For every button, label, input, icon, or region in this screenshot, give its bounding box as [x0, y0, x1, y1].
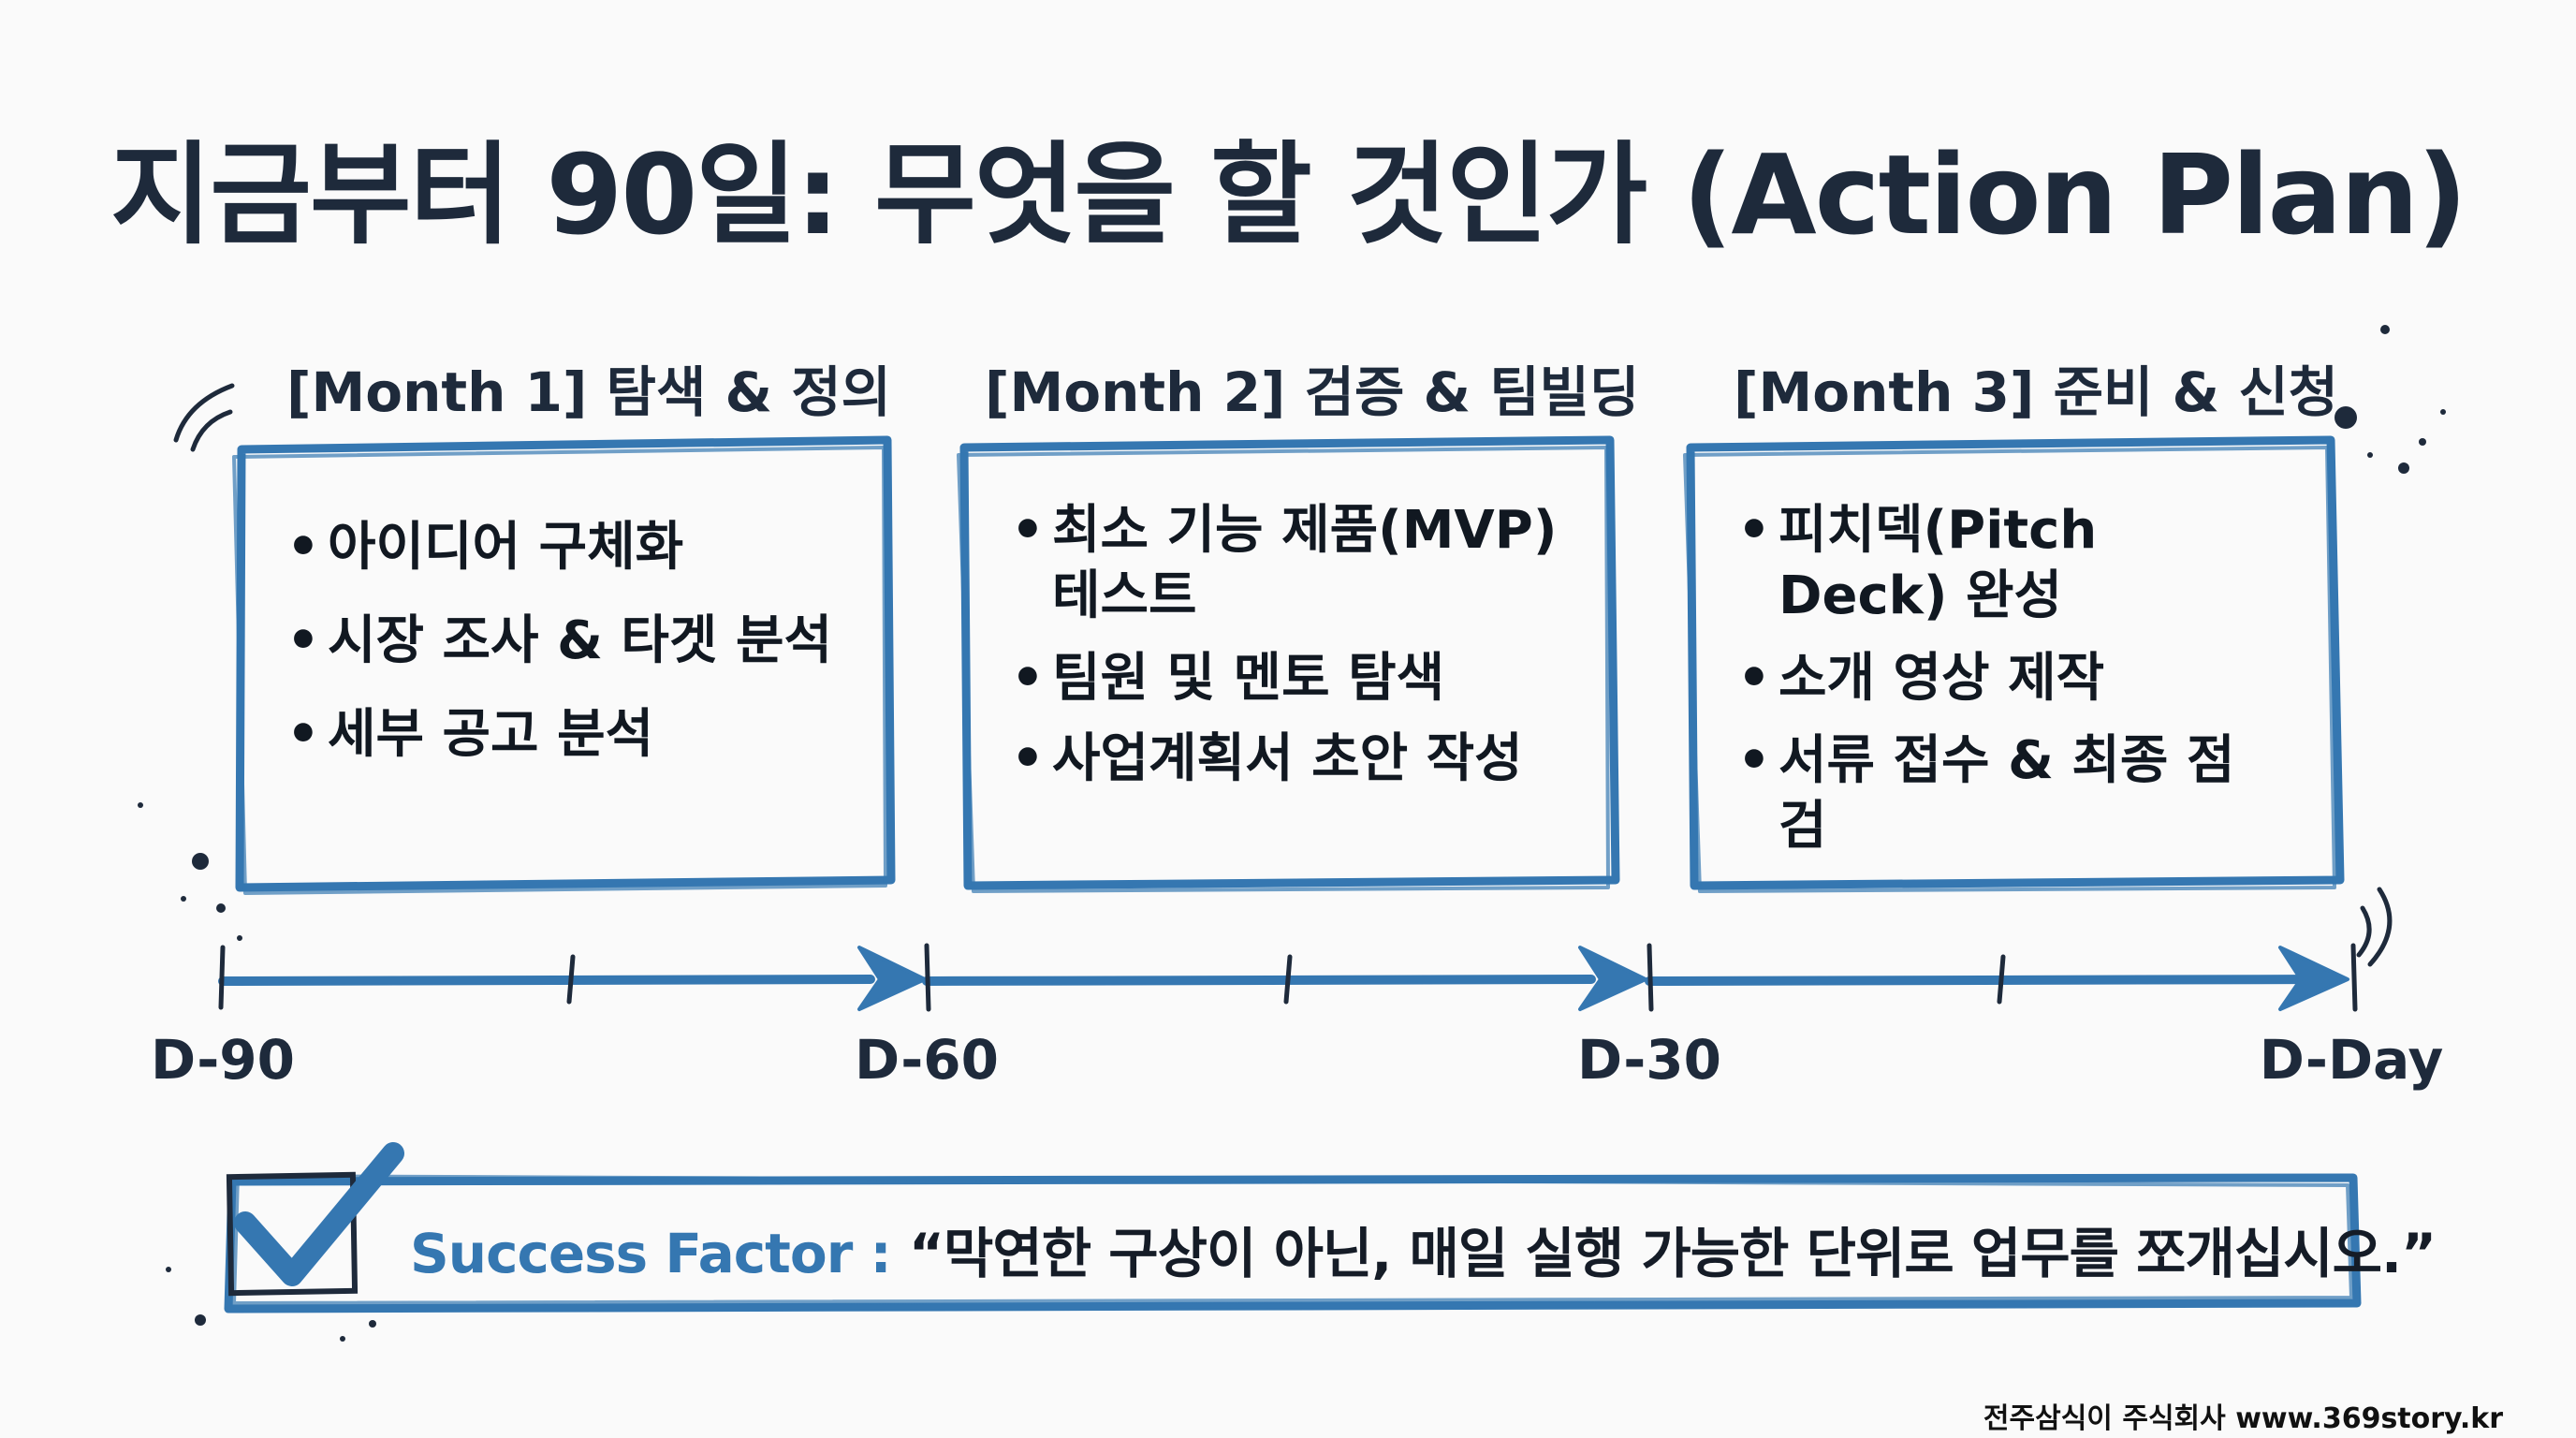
success-factor: Success Factor : “막연한 구상이 아닌, 매일 실행 가능한 … — [410, 1210, 2437, 1288]
list-item: 시장 조사 & 타겟 분석 — [286, 609, 857, 674]
list-item: 서류 접수 & 최종 점검 — [1737, 728, 2261, 859]
list-item: 사업계획서 초안 작성 — [1011, 726, 1563, 792]
timeline-tick-d30: D-30 — [1576, 1028, 1722, 1092]
timeline — [218, 943, 2358, 1012]
list-item: 피치덱(Pitch Deck) 완성 — [1737, 498, 2261, 629]
month-2-task-list: 최소 기능 제품(MVP) 테스트 팀원 및 멘토 탐색 사업계획서 초안 작성 — [1011, 498, 1563, 820]
page-title: 지금부터 90일: 무엇을 할 것인가 (Action Plan) — [110, 130, 2467, 259]
timeline-tick-d90: D-90 — [150, 1028, 296, 1092]
list-item: 최소 기능 제품(MVP) 테스트 — [1011, 498, 1563, 629]
checkmark-icon — [226, 1142, 404, 1297]
success-factor-quote: “막연한 구상이 아닌, 매일 실행 가능한 단위로 업무를 쪼개십시오.” — [908, 1222, 2437, 1285]
decorative-strokes — [173, 383, 2393, 967]
month-1-task-list: 아이디어 구체화 시장 조사 & 타겟 분석 세부 공고 분석 — [286, 515, 857, 796]
success-factor-label: Success Factor : — [410, 1222, 909, 1285]
timeline-tick-dday: D-Day — [2259, 1028, 2444, 1092]
month-2-box — [957, 435, 1620, 893]
month-1-label: [Month 1] 탐색 & 정의 — [286, 360, 892, 424]
month-1-box — [232, 435, 896, 895]
month-3-label: [Month 3] 준비 & 신청 — [1734, 360, 2339, 424]
timeline-tick-d60: D-60 — [854, 1028, 1000, 1092]
list-item: 소개 영상 제작 — [1737, 646, 2261, 712]
list-item: 세부 공고 분석 — [286, 702, 857, 768]
month-3-task-list: 피치덱(Pitch Deck) 완성 소개 영상 제작 서류 접수 & 최종 점… — [1737, 498, 2261, 888]
month-3-box — [1683, 435, 2345, 893]
month-2-label: [Month 2] 검증 & 팀빌딩 — [985, 360, 1640, 424]
list-item: 팀원 및 멘토 탐색 — [1011, 646, 1563, 712]
footer-credit: 전주삼식이 주식회사 www.369story.kr — [1983, 1402, 2503, 1435]
ink-splatter — [138, 325, 2446, 1342]
list-item: 아이디어 구체화 — [286, 515, 857, 580]
